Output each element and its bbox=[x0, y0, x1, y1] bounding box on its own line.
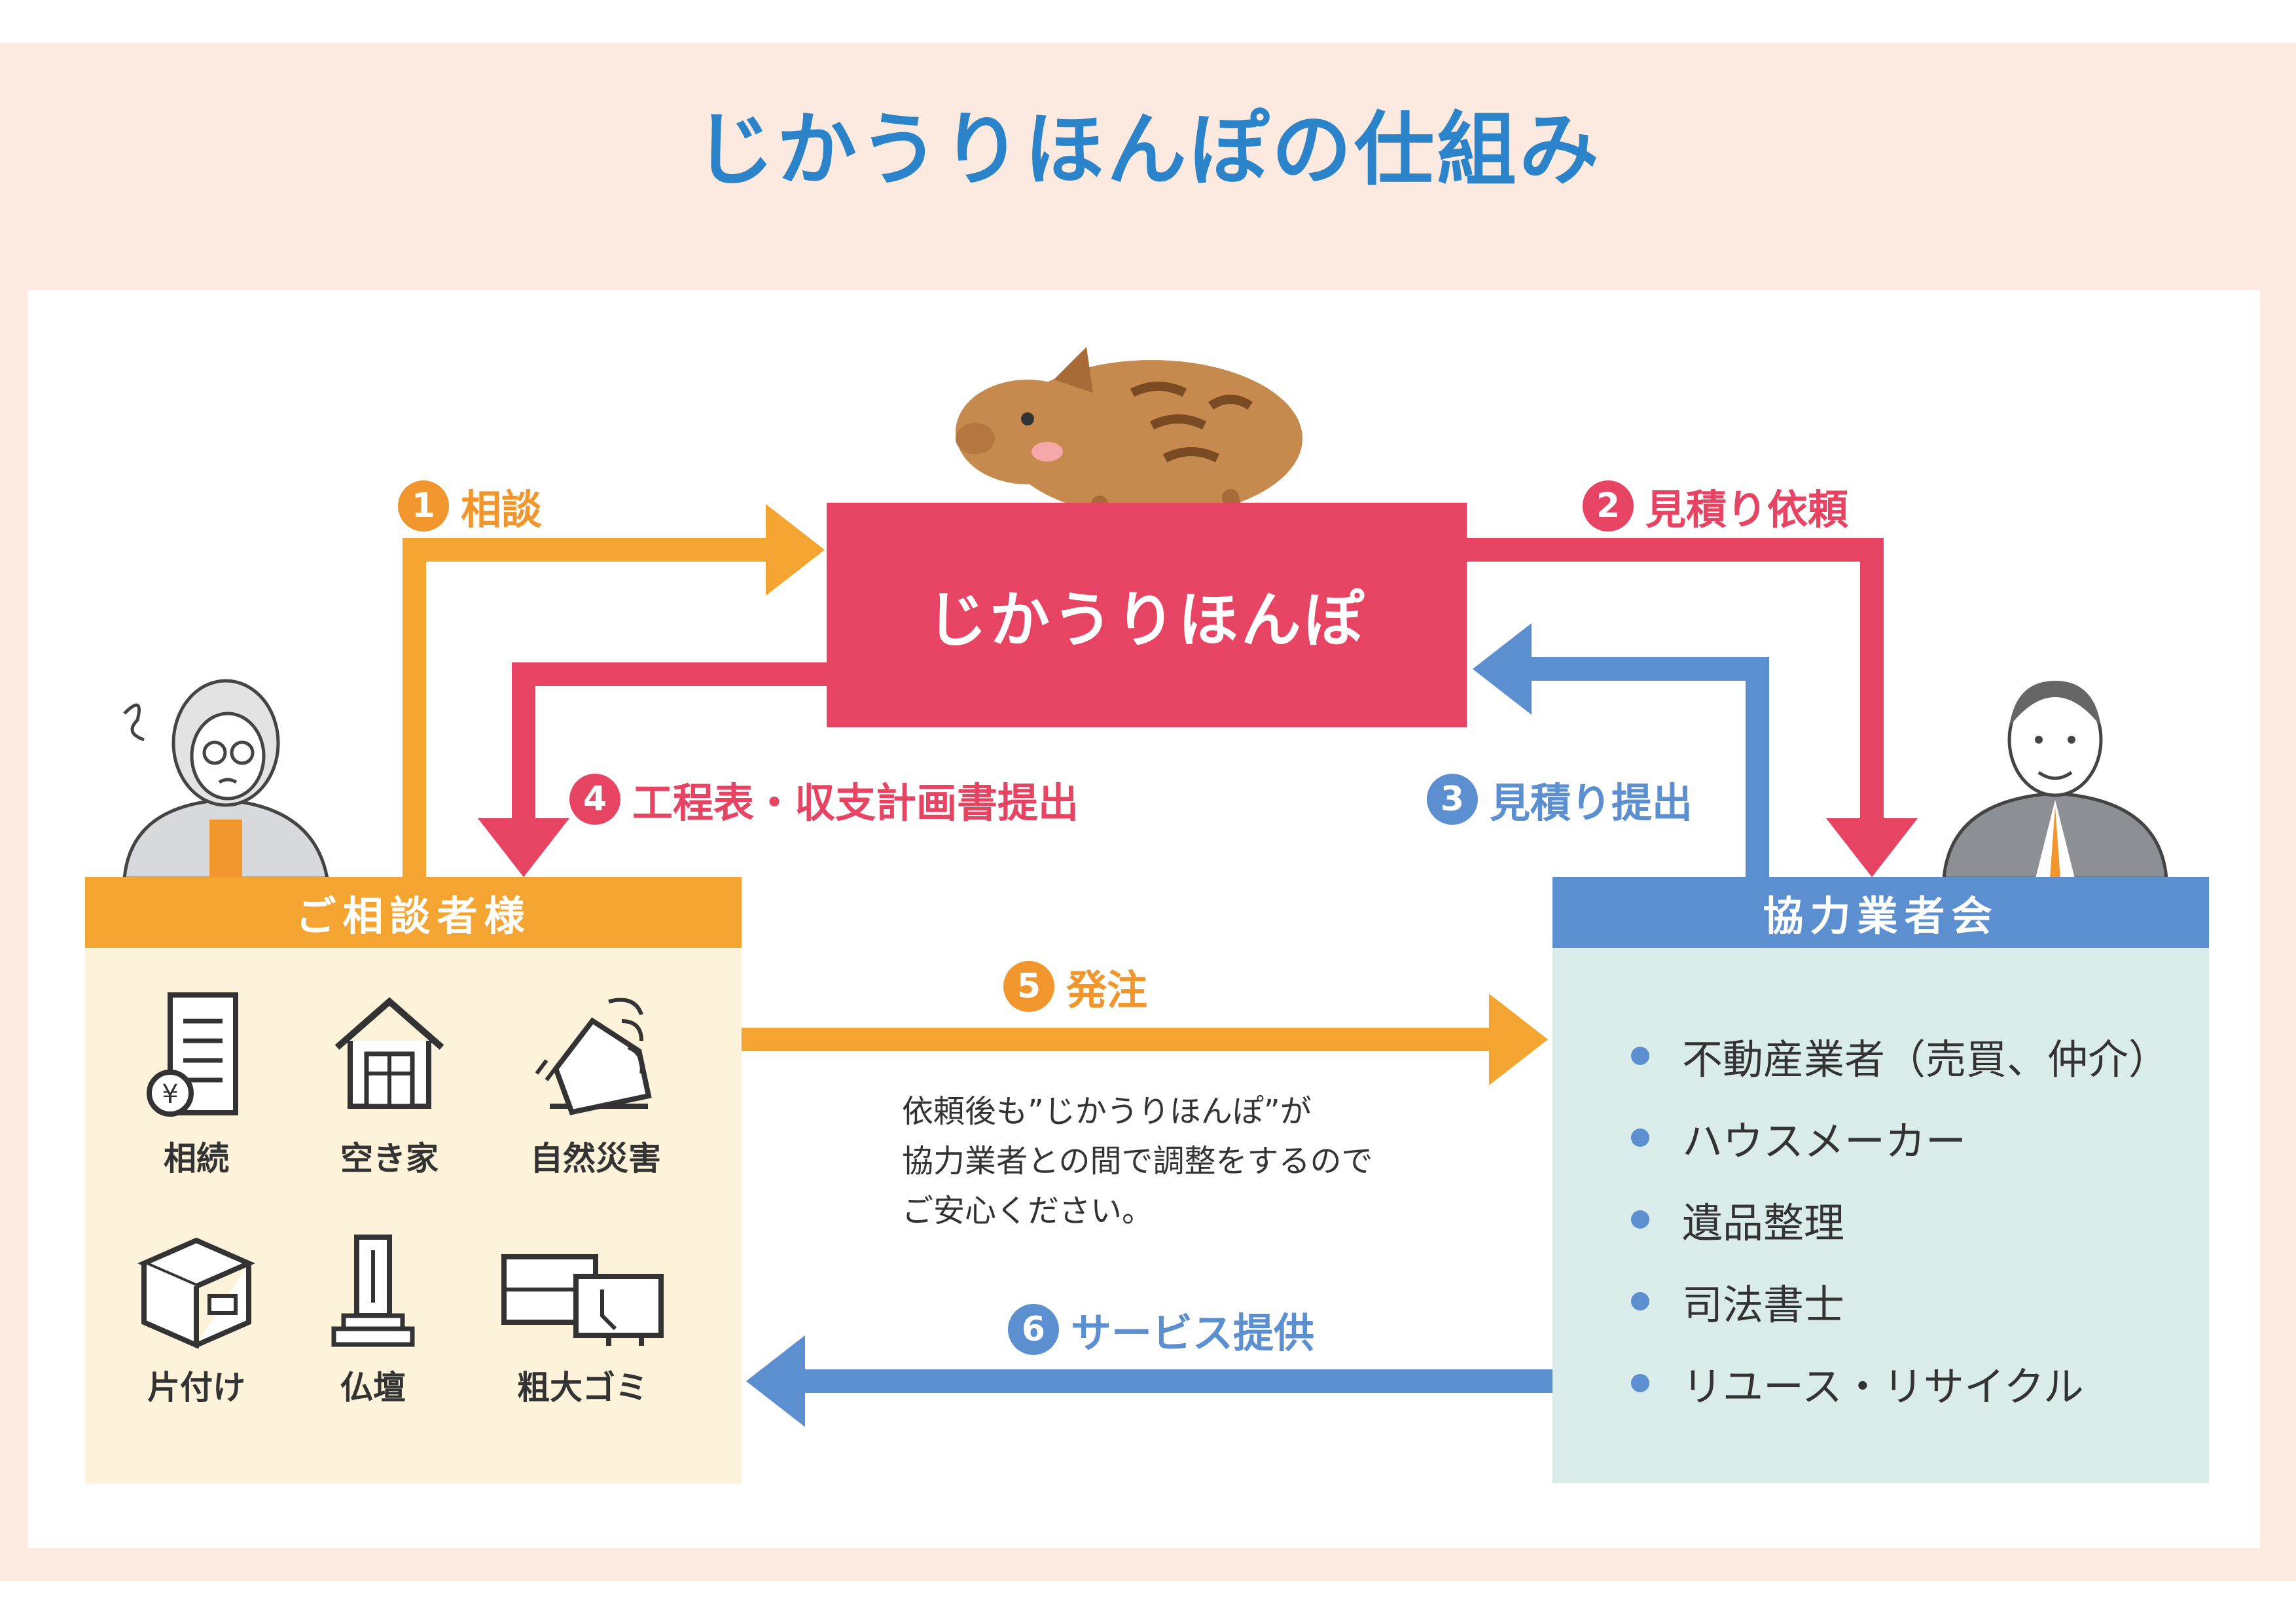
category-label: 相続 bbox=[164, 1140, 229, 1178]
category-bulky-waste: 粗大ゴミ bbox=[484, 1231, 681, 1409]
step-estimate-submit: 3 見積り提出 bbox=[1427, 770, 1693, 829]
note-line: 協力業者との間で調整をするので bbox=[902, 1143, 1373, 1180]
step-number: 2 bbox=[1583, 480, 1634, 532]
disaster-house-icon bbox=[535, 998, 652, 1115]
vacant-house-icon bbox=[334, 997, 444, 1109]
partner-heading: 協力業者会 bbox=[1552, 877, 2209, 948]
step-number: 5 bbox=[1003, 961, 1054, 1012]
arrow-consult-head bbox=[766, 504, 825, 596]
arrow-schedule bbox=[512, 662, 827, 831]
partner-person-icon bbox=[1942, 681, 2168, 878]
step-label: 相談 bbox=[461, 486, 543, 533]
category-altar: 仏壇 bbox=[275, 1231, 471, 1409]
category-disaster: 自然災害 bbox=[497, 988, 694, 1180]
bullet-icon bbox=[1631, 1291, 1649, 1310]
center-service-box: じかうりほんぽ bbox=[827, 503, 1467, 727]
step-label: 発注 bbox=[1066, 966, 1148, 1014]
note-line: 依頼後も”じかうりほんぽ”が bbox=[902, 1093, 1312, 1130]
list-item: 遺品整理 bbox=[1631, 1178, 2169, 1260]
partner-box: 協力業者会 不動産業者（売買、仲介） ハウスメーカー 遺品整理 司法書士 リユー… bbox=[1552, 877, 2209, 1483]
category-label: 粗大ゴミ bbox=[517, 1369, 648, 1407]
partner-item-label: 遺品整理 bbox=[1682, 1199, 1845, 1247]
step-estimate-request: 2 見積り依頼 bbox=[1583, 477, 1848, 535]
step-number: 4 bbox=[569, 774, 620, 825]
category-label: 自然災害 bbox=[530, 1140, 661, 1178]
bullet-icon bbox=[1631, 1128, 1649, 1147]
category-tidying: 片付け bbox=[98, 1231, 295, 1409]
bullet-icon bbox=[1631, 1373, 1649, 1392]
inheritance-document-icon: ¥ bbox=[147, 992, 238, 1117]
step-order: 5 発注 bbox=[1003, 957, 1147, 1016]
list-item: 不動産業者（売買、仲介） bbox=[1631, 1015, 2169, 1096]
box-icon bbox=[137, 1237, 255, 1348]
bullet-icon bbox=[1631, 1046, 1649, 1065]
step-service: 6 サービス提供 bbox=[1008, 1300, 1314, 1359]
partner-item-label: ハウスメーカー bbox=[1682, 1117, 1967, 1165]
step-number: 1 bbox=[398, 480, 449, 532]
partner-list: 不動産業者（売買、仲介） ハウスメーカー 遺品整理 司法書士 リユース・リサイク… bbox=[1631, 1015, 2169, 1424]
list-item: ハウスメーカー bbox=[1631, 1096, 2169, 1178]
step-consult: 1 相談 bbox=[398, 477, 542, 535]
arrow-schedule-head bbox=[478, 818, 569, 877]
partner-item-label: 司法書士 bbox=[1682, 1280, 1845, 1329]
step-label: 見積り依頼 bbox=[1645, 486, 1849, 533]
customer-person-icon bbox=[122, 679, 329, 878]
arrow-service-head bbox=[746, 1335, 805, 1427]
customer-box: ご相談者様 ¥ 相続 空き家 自然災害 bbox=[85, 877, 742, 1483]
partner-item-label: 不動産業者（売買、仲介） bbox=[1682, 1035, 2170, 1083]
category-label: 仏壇 bbox=[340, 1369, 406, 1407]
arrow-estimate-request-head bbox=[1826, 818, 1918, 877]
arrow-consult bbox=[403, 538, 779, 877]
step-label: 工程表・収支計画書提出 bbox=[632, 779, 1079, 827]
customer-heading: ご相談者様 bbox=[85, 877, 742, 948]
step-number: 6 bbox=[1008, 1304, 1059, 1355]
bulky-waste-icon bbox=[501, 1254, 664, 1346]
step-label: 見積り提出 bbox=[1490, 779, 1693, 827]
step-number: 3 bbox=[1427, 774, 1478, 825]
step-label: サービス提供 bbox=[1071, 1309, 1315, 1357]
page-title: じかうりほんぽの仕組み bbox=[694, 103, 1602, 196]
note-line: ご安心ください。 bbox=[902, 1193, 1154, 1229]
category-label: 空き家 bbox=[340, 1140, 439, 1178]
arrow-order-head bbox=[1489, 994, 1548, 1085]
list-item: リユース・リサイクル bbox=[1631, 1342, 2169, 1424]
altar-icon bbox=[331, 1235, 415, 1347]
category-label: 片付け bbox=[147, 1369, 245, 1407]
reassurance-note: 依頼後も”じかうりほんぽ”が 協力業者との間で調整をするので ご安心ください。 bbox=[902, 1087, 1491, 1236]
arrow-estimate-submit bbox=[1518, 657, 1769, 877]
list-item: 司法書士 bbox=[1631, 1260, 2169, 1342]
category-vacant-house: 空き家 bbox=[291, 988, 488, 1180]
bullet-icon bbox=[1631, 1210, 1649, 1229]
category-inheritance: ¥ 相続 bbox=[98, 988, 295, 1180]
arrow-estimate-request bbox=[1467, 538, 1884, 831]
step-schedule-plan: 4 工程表・収支計画書提出 bbox=[569, 770, 1079, 829]
partner-item-label: リユース・リサイクル bbox=[1682, 1362, 2084, 1411]
svg-text:¥: ¥ bbox=[162, 1079, 178, 1110]
arrow-estimate-submit-head bbox=[1473, 623, 1532, 715]
